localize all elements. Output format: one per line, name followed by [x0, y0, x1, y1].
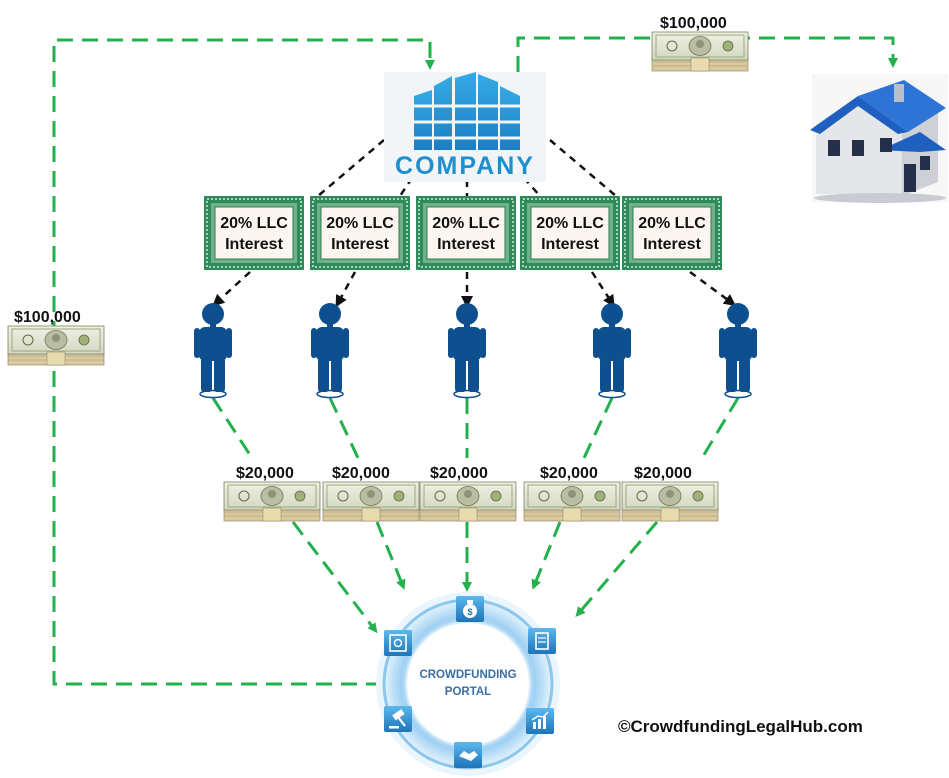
flow-company-to-cert-1: [317, 139, 385, 197]
cash-stack-icon: [322, 481, 420, 522]
company-label: COMPANY: [395, 152, 535, 180]
certificate: 20% LLC Interest: [309, 195, 411, 271]
money-bag-icon: $: [456, 596, 484, 622]
certificate-line1: 20% LLC: [536, 215, 604, 232]
buildings-icon: [414, 72, 520, 150]
amount-label: $20,000: [540, 465, 598, 482]
certificate: 20% LLC Interest: [621, 195, 723, 271]
cash-stack-icon: [523, 481, 621, 522]
certificate-line2: Interest: [437, 236, 495, 253]
flow-investor-5-to-cash: [700, 397, 740, 459]
certificate-line2: Interest: [225, 236, 283, 253]
flow-cash-5-to-portal: [575, 521, 659, 618]
svg-text:$: $: [467, 607, 472, 617]
flow-cert-1-to-investor: [212, 271, 251, 307]
certificate-line1: 20% LLC: [220, 215, 288, 232]
cash-stack-icon: [419, 481, 517, 522]
flow-cert-2-to-investor: [335, 271, 357, 308]
investor-person-icon: [592, 302, 632, 399]
investor-person-icon: [718, 302, 758, 399]
cash-stack: $20,000: [322, 465, 420, 522]
document-icon: [528, 628, 556, 654]
certificate-line2: Interest: [643, 236, 701, 253]
flow-cert-4-to-investor: [590, 271, 615, 308]
flow-investor-4-to-cash: [582, 397, 614, 459]
certificate-line1: 20% LLC: [326, 215, 394, 232]
amount-label: $20,000: [430, 465, 488, 482]
flow-company-to-cert-5: [549, 139, 617, 197]
safe-icon: [384, 630, 412, 656]
cash-stack: $20,000: [419, 465, 517, 522]
flow-investor-2-to-cash: [328, 397, 360, 459]
flow-portal-to-company: [52, 38, 435, 686]
gavel-icon: [384, 706, 412, 732]
certificate: 20% LLC Interest: [415, 195, 517, 271]
cash-stack: $20,000: [223, 465, 321, 522]
cash-stack-icon: [7, 325, 105, 366]
amount-label: $20,000: [634, 465, 692, 482]
amount-label: $20,000: [236, 465, 294, 482]
amount-label: $20,000: [332, 465, 390, 482]
copyright-text: ©CrowdfundingLegalHub.com: [618, 717, 863, 736]
flow-cash-1-to-portal: [291, 521, 378, 634]
certificate: 20% LLC Interest: [519, 195, 621, 271]
certificate-line2: Interest: [331, 236, 389, 253]
certificate-line1: 20% LLC: [432, 215, 500, 232]
cash-stack: $20,000: [621, 465, 719, 522]
llc-certificates: 20% LLC Interest 20% LLC Interest 20% LL…: [203, 195, 723, 271]
chart-icon: [526, 708, 554, 734]
flow-cash-4-to-portal: [531, 521, 562, 590]
cash-stack-icon: [223, 481, 321, 522]
crowdfunding-portal: CROWDFUNDING PORTAL $: [376, 592, 560, 776]
amount-label: $100,000: [14, 309, 81, 326]
handshake-icon: [454, 742, 482, 768]
certificate-line1: 20% LLC: [638, 215, 706, 232]
amount-label: $100,000: [660, 15, 727, 32]
cash-stack-icon: [651, 31, 749, 72]
flow-investor-1-to-cash: [211, 397, 254, 459]
investor-person-icon: [193, 302, 233, 399]
green-flow-lines: [52, 36, 898, 686]
investor-person-icon: [447, 302, 487, 399]
certificate-line2: Interest: [541, 236, 599, 253]
cash-stack: $20,000: [523, 465, 621, 522]
portal-label-line2: PORTAL: [445, 686, 491, 698]
investors: [193, 302, 758, 399]
flow-cert-5-to-investor: [689, 270, 737, 306]
investor-cash: $20,000 $20,000 $20,000 $20,000 $20,000: [223, 465, 719, 522]
house-payment-cash: $100,000: [651, 15, 749, 72]
investor-person-icon: [310, 302, 350, 399]
company-logo: COMPANY: [384, 72, 546, 182]
flow-cash-2-to-portal: [375, 521, 406, 590]
certificate: 20% LLC Interest: [203, 195, 305, 271]
portal-to-company-cash: $100,000: [7, 309, 105, 366]
portal-label-line1: CROWDFUNDING: [419, 669, 516, 681]
cash-stack-icon: [621, 481, 719, 522]
house-icon: [810, 74, 948, 203]
